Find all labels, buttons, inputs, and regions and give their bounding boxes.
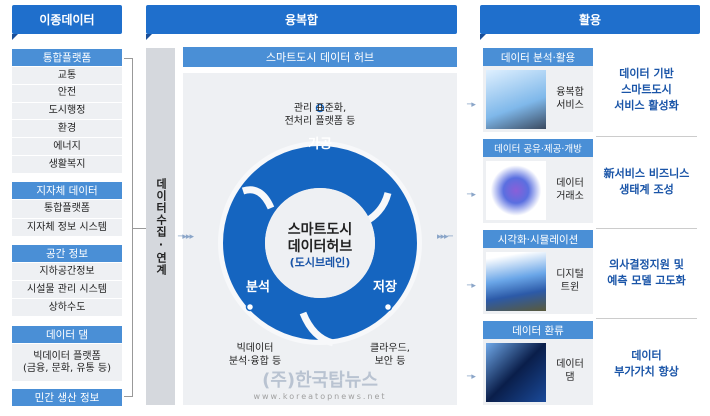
center-sub: (도시브레인) [289,255,351,269]
arrow-right-icon: ─▸ [467,190,476,200]
section-items: 지하공간정보 시설물 관리 시스템 상하수도 [12,263,122,316]
segment-desc: 빅데이터 분석·융합 등 [228,343,282,367]
ring-center [265,188,375,298]
connector-line [133,228,146,229]
card-result: 데이터 부가가치 향상 [614,349,679,378]
data-exchange-icon [486,161,546,220]
collect-label: 데이터수집·연계 [154,177,168,276]
segment-label: 저장 [373,280,397,295]
card-label: 데이터 거래소 [556,178,584,202]
card-label: 디지털 트윈 [556,269,584,293]
arrow-right-icon: ─▸ [467,281,476,291]
card-result: 新서비스 비즈니스 생태계 조성 [603,167,690,196]
data-dam-icon [486,343,546,402]
dot-marker [383,302,393,312]
card-result: 데이터 기반 스마트도시 서비스 활성화 [614,67,679,112]
divider [596,228,697,229]
card-label: 융복합 서비스 [556,87,584,111]
card-result: 의사결정지원 및 예측 모델 고도화 [607,258,686,287]
list-item: 환경 [12,120,122,139]
section-title: 공간 정보 [12,245,122,262]
section-title: 통합플랫폼 [12,49,122,66]
section-items: 통합플랫폼 지자체 정보 시스템 [12,200,122,236]
hub-center-title: 스마트도시 데이터허브 (도시브레인) [260,222,380,269]
ring-gap [299,311,335,347]
digital-twin-icon [486,252,546,311]
hub-ring [218,103,422,347]
list-item: 통합플랫폼 [12,200,122,219]
list-item: 생활복지 [48,158,86,170]
card-title: 시각화·시뮬레이션 [483,230,593,248]
card-label: 데이터 댐 [556,359,584,383]
list-item: 지하공간정보 [12,263,122,281]
segment-desc: 관리 표준화, 전처리 플랫폼 등 [284,103,356,127]
card-title: 데이터 환류 [483,321,593,339]
center-line: 데이터허브 [287,238,353,255]
bracket-line [124,58,133,397]
right-header: 활용 [480,5,700,40]
list-item: 에너지 [12,138,122,157]
card-title: 데이터 분석·활용 [483,48,593,66]
section-items: 교통 안전 도시행정 환경 에너지 생활복지 [12,67,122,173]
divider [596,318,697,319]
smart-city-icon [486,70,546,129]
watermark-name: (주)한국탑뉴스 [262,370,378,391]
dot-marker [245,302,255,312]
watermark-url: www.koreatopnews.net [253,392,387,401]
dot-marker [315,103,325,113]
section-title: 민간 생산 정보 [12,389,122,406]
list-item: 안전 [12,85,122,103]
segment-desc: 클라우드, 보안 등 [370,343,410,367]
segment-label: 분석 [246,280,270,295]
collect-bar: 데이터수집·연계 [146,48,175,405]
list-item: 상하수도 [48,301,86,313]
divider [596,136,697,137]
section-items: 빅데이터 플랫폼 (금융, 문화, 유통 등) [12,344,122,381]
list-item: 시설물 관리 시스템 [12,281,122,299]
arrow-right-icon: ─▸ [467,372,476,382]
segment-label: 가공 [308,137,332,152]
ring-gap [241,186,275,210]
section-title: 지자체 데이터 [12,182,122,199]
center-line: 스마트도시 [287,222,353,238]
list-item: 지자체 정보 시스템 [27,221,107,233]
section-title: 데이터 댐 [12,326,122,343]
left-header: 이종데이터 [12,5,122,40]
list-item: 빅데이터 플랫폼 (금융, 문화, 유통 등) [22,351,112,374]
hub-title: 스마트도시 데이터 허브 [183,47,457,67]
list-item: 도시행정 [12,103,122,121]
ring [223,146,417,340]
list-item: 교통 [12,67,122,85]
arrow-right-icon: ─▸ [467,100,476,110]
card-title: 데이터 공유·제공·개방 [483,139,593,157]
arrow-right-icon: ─▸▸▸ [178,232,194,242]
arrow-right-icon: ▸▸▸─ [437,232,453,242]
middle-header: 융복합 [146,5,457,40]
